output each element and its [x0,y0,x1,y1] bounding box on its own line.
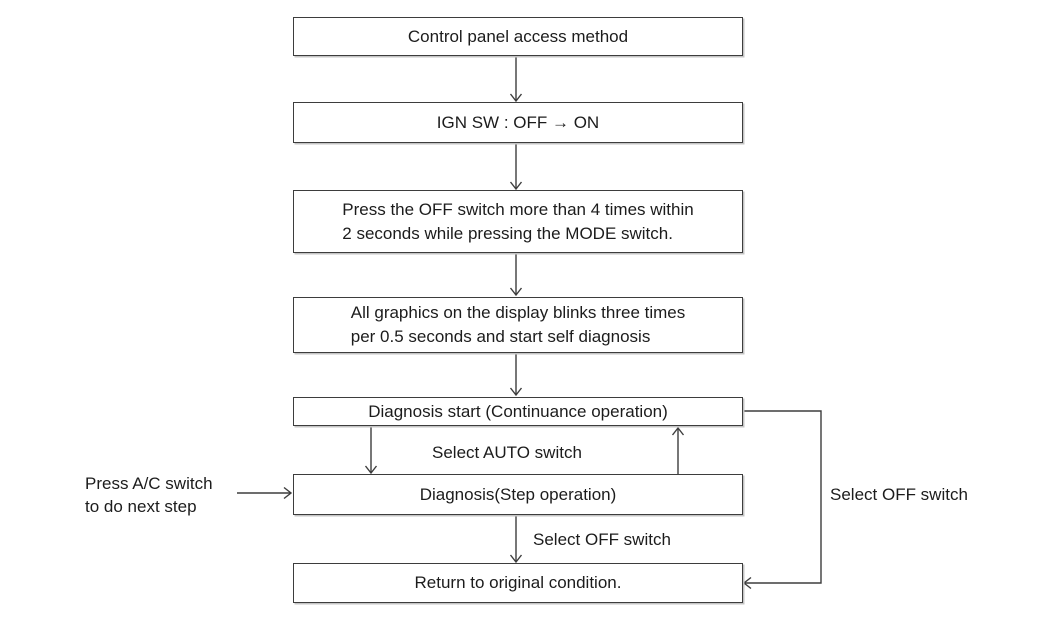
arrow-diagstep-to-return [509,515,523,564]
box-press-off-switch-line2: 2 seconds while pressing the MODE switch… [342,223,673,243]
arrow-ignsw-to-pressoff [509,143,523,191]
label-select-off-switch-right: Select OFF switch [830,485,968,504]
box-ign-sw-off-on: IGN SW : OFF → ON [293,102,743,143]
box-return-original-condition-label: Return to original condition. [414,573,622,592]
box-diagnosis-step: Diagnosis(Step operation) [293,474,743,515]
box-diagnosis-step-label: Diagnosis(Step operation) [419,484,617,504]
box-press-off-switch: Press the OFF switch more than 4 times w… [293,190,743,253]
box-return-original-condition: Return to original condition. [293,563,743,603]
label-select-auto-switch: Select AUTO switch [432,443,582,462]
box-ign-sw-off-on-label: IGN SW : OFF → ON [436,112,600,132]
box-control-panel-access-method: Control panel access method [293,17,743,56]
label-press-ac-switch: Press A/C switch to do next step [85,472,245,518]
arrow-press-ac-to-diagstep [237,486,293,500]
label-press-ac-switch-line2: to do next step [85,497,197,516]
arrow-blink-to-diagstart [509,353,523,397]
box-control-panel-access-method-label: Control panel access method [407,26,629,46]
box-diagnosis-start-label: Diagnosis start (Continuance operation) [368,401,668,421]
arrow-diagstart-to-diagstep [364,426,378,475]
arrow-diagstart-to-return-right-path [742,410,822,590]
label-select-off-switch-middle: Select OFF switch [533,530,671,549]
box-press-off-switch-label: Press the OFF switch more than 4 times w… [342,198,693,246]
box-graphics-blink-label: All graphics on the display blinks three… [351,301,686,349]
box-graphics-blink-line1: All graphics on the display blinks three… [350,303,686,322]
label-press-ac-switch-line1: Press A/C switch [85,474,213,493]
box-diagnosis-start: Diagnosis start (Continuance operation) [293,397,743,426]
arrow-access-to-ignsw [509,56,523,103]
arrow-diagstep-to-diagstart [671,426,685,474]
arrow-pressoff-to-blink [509,253,523,297]
box-graphics-blink-line2: per 0.5 seconds and start self diagnosis [350,327,651,346]
box-graphics-blink: All graphics on the display blinks three… [293,297,743,353]
box-press-off-switch-line1: Press the OFF switch more than 4 times w… [342,199,694,219]
